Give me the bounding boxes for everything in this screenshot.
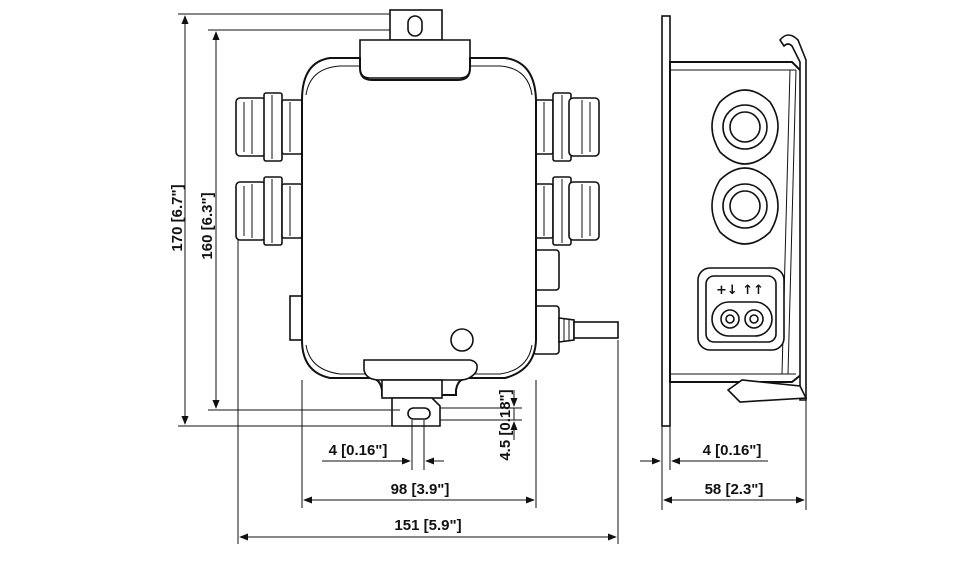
side-port-top: [711, 89, 779, 165]
left-cable-gland-top: [235, 92, 303, 162]
side-dimensions: 4 [0.16"] 58 [2.3"]: [640, 400, 807, 510]
side-view: +↓ ↑↑: [661, 15, 808, 427]
bottom-mounting-tab: [381, 379, 443, 427]
housing-body: [301, 57, 537, 396]
side-connector: +↓ ↑↑: [697, 267, 785, 351]
right-cable-gland-bottom: [532, 176, 600, 246]
connector-polarity-label: +↓ ↑↑: [716, 283, 764, 298]
side-port-bottom: [711, 167, 779, 245]
mounting-slot: [407, 407, 431, 420]
top-mounting-tab: [359, 9, 471, 79]
dim-slot-width: 4 [0.16"]: [329, 442, 388, 459]
front-view: [235, 9, 619, 427]
front-dimensions: 170 [6.7"] 160 [6.3"] 4.5 [0.18"] 4 [0.1…: [169, 13, 619, 544]
right-cable-gland-top: [532, 92, 600, 162]
dim-overall-height: 170 [6.7"]: [169, 184, 186, 251]
dim-overall-width: 151 [5.9"]: [394, 517, 461, 534]
mounting-flange: [661, 15, 671, 427]
bottom-latch: [726, 379, 808, 403]
right-cable: [558, 317, 619, 343]
dim-slot-height: 4.5 [0.18"]: [497, 389, 514, 460]
side-clip: [779, 34, 807, 401]
dim-body-width: 98 [3.9"]: [391, 481, 450, 498]
dim-body-height: 160 [6.3"]: [199, 192, 216, 259]
dim-flange-thickness: 4 [0.16"]: [703, 442, 762, 459]
left-cable-gland-bottom: [235, 176, 303, 246]
dim-depth: 58 [2.3"]: [705, 481, 764, 498]
status-led: [450, 328, 474, 352]
